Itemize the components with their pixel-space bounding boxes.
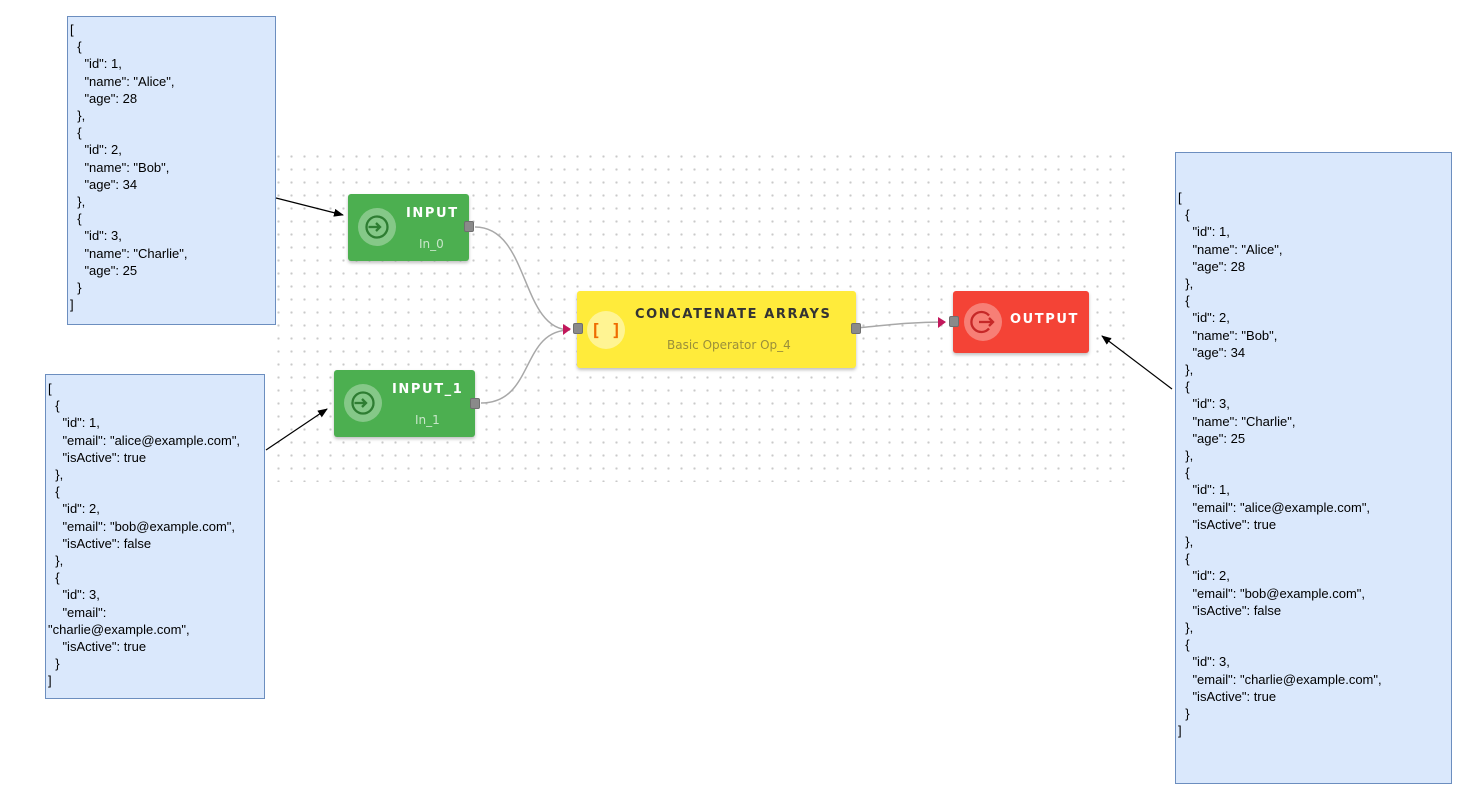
input-json-note[interactable]: [ { "id": 1, "name": "Alice", "age": 28 … xyxy=(67,16,276,325)
arrow-note3-to-output xyxy=(1101,335,1173,390)
array-brackets-icon: [ ] xyxy=(587,311,625,349)
input1-json-note[interactable]: [ { "id": 1, "email": "alice@example.com… xyxy=(45,374,265,699)
input-node[interactable]: INPUT In_0 xyxy=(348,194,474,261)
output-json-note[interactable]: [ { "id": 1, "name": "Alice", "age": 28 … xyxy=(1175,152,1452,784)
arrow-note2-to-input1 xyxy=(265,408,328,451)
concatenate-arrays-node[interactable]: [ ] CONCATENATE ARRAYS Basic Operator Op… xyxy=(573,291,861,368)
input1-node[interactable]: INPUT_1 In_1 xyxy=(334,370,480,437)
input-port[interactable] xyxy=(949,316,959,327)
output-port[interactable] xyxy=(851,323,861,334)
edge-input1-to-concat[interactable] xyxy=(480,329,571,404)
node-title: INPUT xyxy=(406,206,459,221)
output-port[interactable] xyxy=(464,221,474,232)
port-marker-concat-in xyxy=(563,324,571,335)
input-icon xyxy=(344,384,382,422)
node-subtitle: In_1 xyxy=(415,413,440,427)
arrow-note1-to-input xyxy=(275,197,344,217)
port-marker-output-in xyxy=(938,317,946,328)
output-node[interactable]: OUTPUT xyxy=(949,291,1089,353)
output-port[interactable] xyxy=(470,398,480,409)
node-title: CONCATENATE ARRAYS xyxy=(635,307,832,322)
edge-input-to-concat[interactable] xyxy=(474,226,571,331)
node-title: OUTPUT xyxy=(1010,312,1080,327)
node-subtitle: In_0 xyxy=(419,237,444,251)
output-icon xyxy=(964,303,1002,341)
input-port[interactable] xyxy=(573,323,583,334)
node-title: INPUT_1 xyxy=(392,382,464,397)
input-icon xyxy=(358,208,396,246)
node-subtitle: Basic Operator Op_4 xyxy=(667,338,791,352)
svg-text:[ ]: [ ] xyxy=(591,321,622,341)
